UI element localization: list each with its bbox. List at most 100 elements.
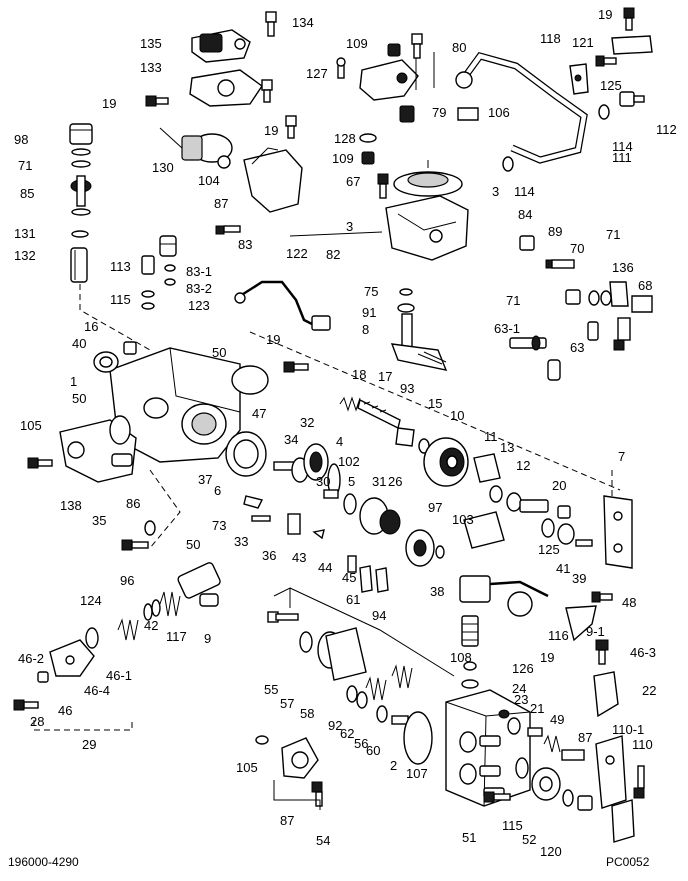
spring-92	[391, 664, 413, 689]
bracket-104	[243, 147, 303, 213]
spring-23	[543, 734, 561, 753]
part-label-104: 104	[198, 173, 220, 188]
clip-68	[631, 295, 653, 313]
cap-106	[457, 107, 479, 121]
part-label-127: 127	[306, 66, 328, 81]
part-label-12: 12	[516, 458, 530, 473]
part-label-32: 32	[300, 415, 314, 430]
leader-132	[79, 284, 151, 351]
part-label-106: 106	[488, 105, 510, 120]
ring-108	[461, 679, 479, 689]
part-label-49: 49	[550, 712, 564, 727]
shims-96	[143, 599, 161, 621]
washers-115	[141, 290, 155, 310]
part-label-43: 43	[292, 550, 306, 565]
part-label-89: 89	[548, 224, 562, 239]
washer-114-a	[598, 104, 610, 120]
bolt-125-top	[595, 55, 617, 67]
part-label-19: 19	[540, 650, 554, 665]
clip-13	[489, 485, 503, 503]
screw-19-left	[145, 95, 169, 107]
ring-39	[557, 523, 575, 545]
part-label-52: 52	[522, 832, 536, 847]
sleeve-132	[70, 247, 88, 283]
head-2	[445, 689, 531, 807]
link-45	[375, 567, 389, 593]
part-label-128: 128	[334, 131, 356, 146]
leader-122	[289, 231, 383, 237]
nut-84	[519, 235, 535, 251]
spring-18	[339, 396, 361, 412]
spring-48	[117, 618, 139, 641]
disc-26	[405, 529, 435, 567]
part-label-46-1: 46-1	[106, 668, 132, 683]
leader-housing-right	[249, 331, 621, 491]
part-label-124: 124	[80, 593, 102, 608]
washer-115	[562, 789, 574, 807]
o-rings-83	[164, 264, 176, 286]
o-ring-97	[435, 545, 445, 559]
drawing-number: 196000-4290	[8, 855, 79, 869]
o-ring-110-1	[255, 735, 269, 745]
part-label-37: 37	[198, 472, 212, 487]
part-label-10: 10	[450, 408, 464, 423]
nut-51	[531, 767, 561, 801]
part-label-42: 42	[144, 618, 158, 633]
part-label-36: 36	[262, 548, 276, 563]
nut-46-4	[37, 671, 49, 683]
part-label-13: 13	[500, 440, 514, 455]
part-label-35: 35	[92, 513, 106, 528]
bolt-19-b	[285, 115, 297, 139]
gasket-50-left	[109, 415, 131, 445]
part-label-67: 67	[346, 174, 360, 189]
part-label-94: 94	[372, 608, 386, 623]
part-label-102: 102	[338, 454, 360, 469]
pin-94	[575, 539, 593, 547]
part-label-97: 97	[428, 500, 442, 515]
part-label-19: 19	[598, 7, 612, 22]
part-label-108: 108	[450, 650, 472, 665]
block-33	[287, 513, 301, 535]
valve-110	[281, 737, 319, 779]
bearing-32	[303, 443, 329, 481]
part-label-50: 50	[212, 345, 226, 360]
part-label-46-3: 46-3	[630, 645, 656, 660]
plunger-41	[177, 562, 221, 599]
part-label-91: 91	[362, 305, 376, 320]
ring-62	[376, 705, 388, 723]
part-label-87: 87	[578, 730, 592, 745]
fittings-head	[479, 735, 505, 799]
stud-113	[141, 255, 155, 275]
part-label-61: 61	[346, 592, 360, 607]
pump-housing-1	[109, 347, 241, 463]
part-label-96: 96	[120, 573, 134, 588]
part-label-51: 51	[462, 830, 476, 845]
part-label-18: 18	[352, 367, 366, 382]
part-label-28: 28	[30, 714, 44, 729]
part-label-44: 44	[318, 560, 332, 575]
bracket-118	[569, 63, 589, 95]
part-label-112: 112	[656, 122, 677, 137]
part-label-105: 105	[236, 760, 258, 775]
part-label-56: 56	[354, 736, 368, 751]
collar-30	[343, 493, 357, 515]
part-label-6: 6	[214, 483, 221, 498]
part-label-5: 5	[348, 474, 355, 489]
part-label-50: 50	[186, 537, 200, 552]
leader-103	[149, 469, 181, 549]
part-label-138: 138	[60, 498, 82, 513]
part-label-19: 19	[102, 96, 116, 111]
part-label-83: 83	[238, 237, 252, 252]
bolt-28	[267, 611, 299, 623]
bolt-80	[411, 33, 423, 59]
part-label-123: 123	[188, 298, 210, 313]
part-label-122: 122	[286, 246, 308, 261]
part-label-114: 114	[514, 184, 535, 199]
part-label-30: 30	[316, 474, 330, 489]
cover-135	[191, 29, 251, 63]
plate-35	[225, 431, 267, 477]
part-label-116: 116	[548, 628, 569, 643]
part-label-23: 23	[514, 692, 528, 707]
gasket-50-top	[231, 365, 269, 395]
